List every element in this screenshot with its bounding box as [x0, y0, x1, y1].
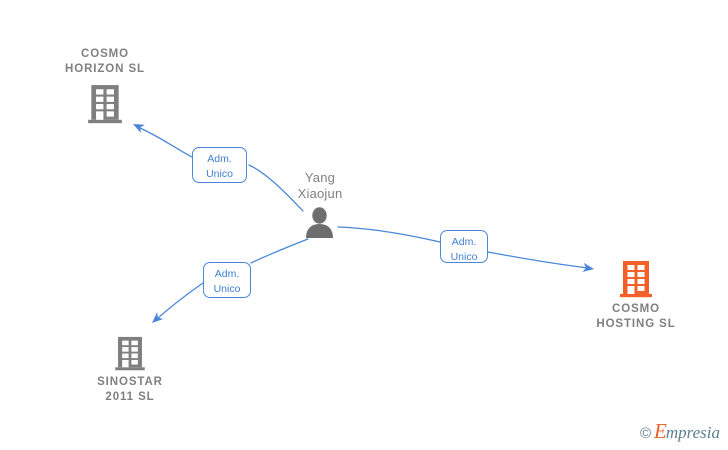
edge-yang-to-sinostar-segment-1: [157, 282, 204, 319]
edge-yang-to-cosmo-hosting-segment-0: [337, 226, 441, 243]
edge-yang-to-cosmo-hosting-arrowhead: [582, 262, 594, 273]
edge-yang-to-cosmo-hosting: [337, 226, 594, 273]
copyright-icon: ©: [639, 425, 652, 442]
watermark-brand-initial: E: [654, 419, 667, 443]
node-label-cosmo-horizon[interactable]: COSMO HORIZON SL: [65, 48, 145, 75]
edge-yang-to-sinostar-arrowhead: [152, 312, 164, 323]
edge-yang-to-cosmo-horizon: [133, 124, 304, 212]
edge-yang-to-cosmo-horizon-label[interactable]: Adm. Unico: [192, 147, 247, 183]
edge-yang-to-sinostar: [152, 238, 309, 323]
node-icon-yang-xiaojun[interactable]: [303, 207, 336, 244]
node-label-sinostar-2011[interactable]: SINOSTAR 2011 SL: [97, 376, 163, 403]
edge-yang-to-sinostar-label[interactable]: Adm. Unico: [203, 262, 251, 298]
building-icon: [88, 85, 122, 124]
building-icon: [115, 336, 145, 371]
node-label-cosmo-hosting[interactable]: COSMO HOSTING SL: [596, 303, 676, 330]
edge-yang-to-cosmo-hosting-label[interactable]: Adm. Unico: [440, 230, 488, 263]
edge-yang-to-cosmo-hosting-segment-1: [487, 251, 589, 269]
edge-yang-to-sinostar-segment-0: [250, 238, 309, 264]
person-icon: [306, 207, 333, 238]
edge-yang-to-cosmo-horizon-arrowhead: [133, 124, 145, 133]
edge-yang-to-cosmo-horizon-segment-0: [248, 164, 304, 212]
building-icon: [620, 261, 652, 298]
edge-yang-to-cosmo-horizon-segment-1: [139, 127, 193, 158]
node-icon-sinostar-2011[interactable]: [114, 336, 146, 376]
node-icon-cosmo-hosting[interactable]: [619, 260, 653, 303]
empresia-watermark: © E mpresia: [639, 419, 720, 443]
node-label-yang-xiaojun[interactable]: Yang Xiaojun: [297, 170, 343, 201]
watermark-brand-text: mpresia: [665, 423, 720, 442]
node-icon-cosmo-horizon[interactable]: [86, 84, 124, 129]
